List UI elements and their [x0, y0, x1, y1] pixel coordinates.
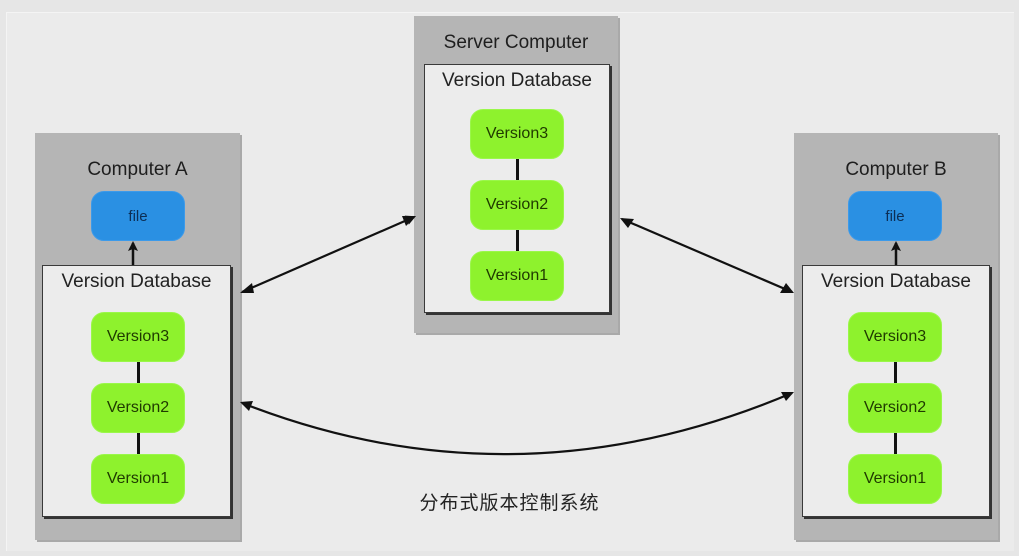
server-version-database: Version Database Version3 Version2 Versi… [424, 64, 610, 313]
computer-a-box: Computer A file Version Database Version… [35, 133, 240, 540]
computer-a-database-title: Version Database [61, 271, 212, 292]
computer-b-title: Computer B [845, 159, 947, 180]
computer-a-version-database: Version Database Version3 Version2 Versi… [42, 265, 231, 517]
server-link-2-1 [516, 230, 519, 251]
server-version1-node: Version1 [470, 251, 564, 301]
server-link-3-2 [516, 159, 519, 180]
computer-a-version2-node: Version2 [91, 383, 185, 433]
computer-b-version1-node: Version1 [848, 454, 942, 504]
computer-a-version1-node: Version1 [91, 454, 185, 504]
computer-b-version-database: Version Database Version3 Version2 Versi… [802, 265, 990, 517]
computer-a-title: Computer A [87, 159, 188, 180]
computer-b-version3-node: Version3 [848, 312, 942, 362]
server-version2-node: Version2 [470, 180, 564, 230]
computer-b-link-2-1 [894, 433, 897, 454]
computer-a-version3-node: Version3 [91, 312, 185, 362]
computer-b-version2-node: Version2 [848, 383, 942, 433]
server-database-title: Version Database [442, 70, 592, 91]
computer-b-file-node: file [848, 191, 942, 241]
diagram-caption: 分布式版本控制系统 [419, 492, 600, 514]
server-computer-box: Server Computer Version Database Version… [414, 16, 618, 333]
computer-a-link-2-1 [137, 433, 140, 454]
computer-b-box: Computer B file Version Database Version… [794, 133, 998, 540]
computer-b-database-title: Version Database [821, 271, 971, 292]
computer-a-file-node: file [91, 191, 185, 241]
server-computer-title: Server Computer [443, 32, 589, 53]
computer-b-link-3-2 [894, 362, 897, 383]
computer-a-link-3-2 [137, 362, 140, 383]
server-version3-node: Version3 [470, 109, 564, 159]
